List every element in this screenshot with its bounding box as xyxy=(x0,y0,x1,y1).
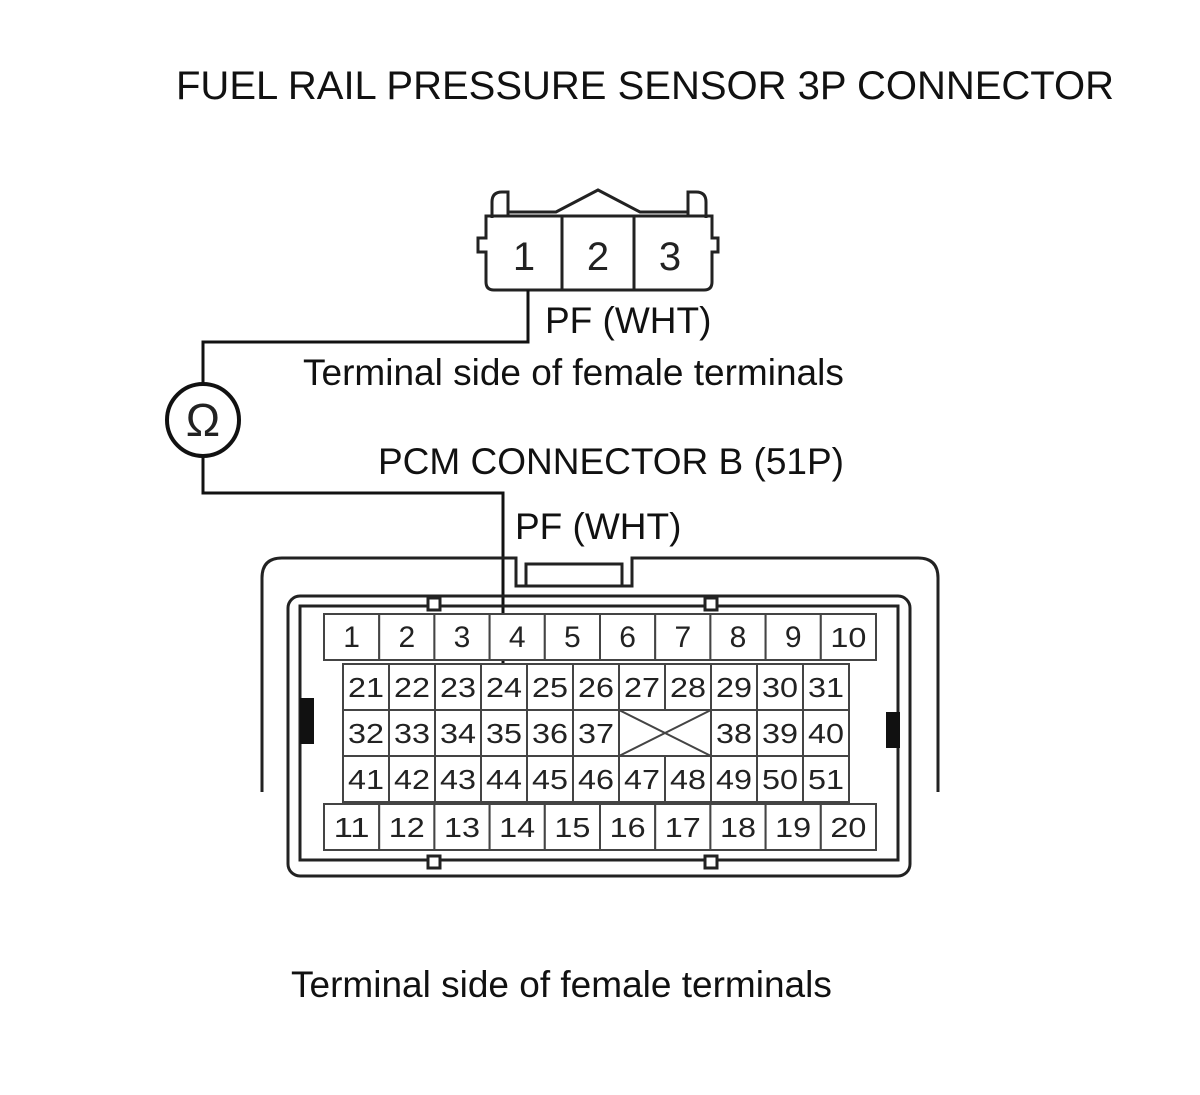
sensor-view-note: Terminal side of female terminals xyxy=(303,352,844,393)
pcm-pin-cell-24 xyxy=(480,663,528,711)
pcm-pin-36: 36 xyxy=(532,718,568,749)
pcm-pin-cell-4 xyxy=(488,613,546,661)
pcm-pin-cell-7 xyxy=(654,613,712,661)
test-leads xyxy=(201,290,530,704)
ohm-symbol: Ω xyxy=(186,394,220,446)
pcm-pin-cell-40 xyxy=(802,709,850,757)
pcm-pin-51: 51 xyxy=(808,764,844,795)
pcm-pin-26: 26 xyxy=(578,672,614,703)
pcm-pin-8: 8 xyxy=(730,621,747,654)
pcm-pin-20: 20 xyxy=(830,812,866,843)
pcm-pin-13: 13 xyxy=(444,812,480,843)
pcm-pin-cell-12 xyxy=(378,803,436,851)
pcm-pin-cell-38 xyxy=(710,709,758,757)
pcm-pin-9: 9 xyxy=(785,621,802,654)
pcm-pin-27: 27 xyxy=(624,672,660,703)
pcm-pin-28: 28 xyxy=(670,672,706,703)
pcm-pin-42: 42 xyxy=(394,764,430,795)
pcm-pin-cell-50 xyxy=(756,755,804,803)
pcm-pin-19: 19 xyxy=(775,812,811,843)
sensor-pin-1: 1 xyxy=(513,235,535,279)
pcm-pin-44: 44 xyxy=(486,764,522,795)
pcm-pin-cell-42 xyxy=(388,755,436,803)
pcm-pin-16: 16 xyxy=(610,812,646,843)
pcm-pin-cell-11 xyxy=(323,803,381,851)
pcm-pin-46: 46 xyxy=(578,764,614,795)
pcm-pin-23: 23 xyxy=(440,672,476,703)
pcm-pin-39: 39 xyxy=(762,718,798,749)
pcm-pin-30: 30 xyxy=(762,672,798,703)
pcm-pin-6: 6 xyxy=(619,621,636,654)
pcm-pin-34: 34 xyxy=(440,718,476,749)
pcm-pin-cell-47 xyxy=(618,755,666,803)
pcm-pin-29: 29 xyxy=(716,672,752,703)
pcm-connector-title: PCM CONNECTOR B (51P) xyxy=(378,441,844,482)
sensor-connector xyxy=(476,188,720,292)
pcm-pin-7: 7 xyxy=(674,621,691,654)
pcm-pin-cell-49 xyxy=(710,755,758,803)
pcm-pin-50: 50 xyxy=(762,764,798,795)
pcm-pin-18: 18 xyxy=(720,812,756,843)
blank-cavity-cross-2 xyxy=(618,709,712,757)
pcm-pin-12: 12 xyxy=(389,812,425,843)
pcm-pin-2: 2 xyxy=(398,621,415,654)
pcm-wire-label: PF (WHT) xyxy=(515,506,682,547)
pcm-pin-cell-23 xyxy=(434,663,482,711)
pcm-pin-45: 45 xyxy=(532,764,568,795)
pcm-pin-48: 48 xyxy=(670,764,706,795)
pcm-pin-49: 49 xyxy=(716,764,752,795)
pcm-pin-15: 15 xyxy=(554,812,590,843)
pcm-pin-4: 4 xyxy=(509,621,526,654)
pcm-pin-31: 31 xyxy=(808,672,844,703)
ohmmeter-icon: Ω xyxy=(165,382,241,458)
pcm-pin-cell-10 xyxy=(819,613,877,661)
pcm-pin-25: 25 xyxy=(532,672,568,703)
pcm-pin-1: 1 xyxy=(343,621,360,654)
sensor-pin-labels: 1 2 3 xyxy=(513,235,681,279)
pcm-pin-37: 37 xyxy=(578,718,614,749)
pcm-pin-24: 24 xyxy=(486,672,522,703)
pcm-pin-cell-51 xyxy=(802,755,850,803)
pcm-pin-cell-17 xyxy=(654,803,712,851)
pcm-pin-32: 32 xyxy=(348,718,384,749)
pcm-connector xyxy=(260,556,940,878)
pcm-pin-cell-31 xyxy=(802,663,850,711)
pcm-pin-cell-8 xyxy=(709,613,767,661)
pcm-pin-cell-2 xyxy=(378,613,436,661)
pcm-pin-35: 35 xyxy=(486,718,522,749)
pcm-pin-17: 17 xyxy=(665,812,701,843)
pcm-pin-cell-28 xyxy=(664,663,712,711)
sensor-pin-3: 3 xyxy=(659,235,681,279)
pcm-pin-33: 33 xyxy=(394,718,430,749)
pcm-pin-47: 47 xyxy=(624,764,660,795)
pcm-pin-38: 38 xyxy=(716,718,752,749)
pcm-pin-cell-27 xyxy=(618,663,666,711)
pcm-pin-40: 40 xyxy=(808,718,844,749)
pcm-pin-cell-30 xyxy=(756,663,804,711)
pcm-view-note: Terminal side of female terminals xyxy=(291,964,832,1005)
pcm-pin-5: 5 xyxy=(564,621,581,654)
pcm-pin-cell-13 xyxy=(433,803,491,851)
pcm-pin-3: 3 xyxy=(454,621,471,654)
sensor-wire-label: PF (WHT) xyxy=(545,300,712,341)
pcm-pin-43: 43 xyxy=(440,764,476,795)
pcm-pin-cell-36 xyxy=(526,709,574,757)
sensor-connector-title: FUEL RAIL PRESSURE SENSOR 3P CONNECTOR xyxy=(176,64,1115,108)
pcm-pin-21: 21 xyxy=(348,672,384,703)
pcm-pin-cell-20 xyxy=(819,803,877,851)
pcm-pin-cell-41 xyxy=(342,755,390,803)
pcm-pin-cell-3 xyxy=(433,613,491,661)
pcm-pin-cell-45 xyxy=(526,755,574,803)
pcm-pin-14: 14 xyxy=(499,812,535,843)
sensor-pin-2: 2 xyxy=(587,235,609,279)
pcm-pin-22: 22 xyxy=(394,672,430,703)
pcm-pin-41: 41 xyxy=(348,764,384,795)
pcm-pin-10: 10 xyxy=(830,622,866,653)
pcm-pin-11: 11 xyxy=(334,812,370,843)
pcm-pin-cell-1 xyxy=(323,613,381,661)
